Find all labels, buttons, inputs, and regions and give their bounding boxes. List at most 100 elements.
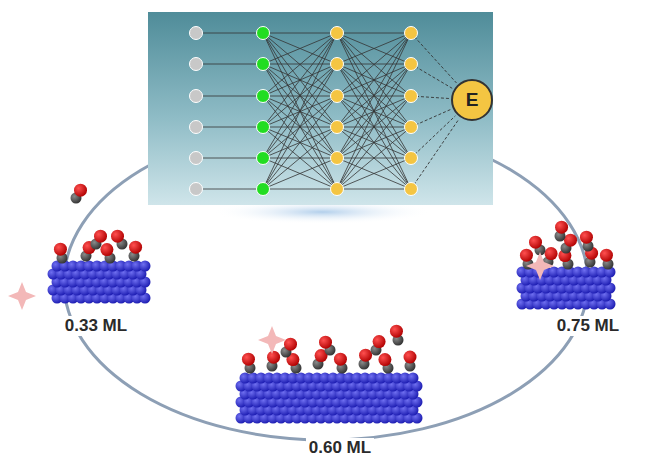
weight-line [263, 33, 337, 96]
weight-line [263, 127, 337, 189]
oxygen [404, 351, 417, 364]
oxygen [319, 336, 332, 349]
co-molecule [404, 351, 417, 372]
co-molecule [359, 349, 373, 370]
sparkle [526, 252, 554, 280]
neural-network [190, 27, 459, 196]
co-molecule [91, 230, 108, 250]
weight-line [263, 33, 337, 64]
weight-line [263, 189, 337, 190]
weight-line [263, 64, 337, 189]
neuron [190, 90, 203, 103]
output-line [411, 33, 457, 83]
node-text: E [466, 89, 479, 111]
weight-line [196, 64, 263, 65]
oxygen [54, 243, 67, 256]
neuron [257, 183, 270, 196]
co-molecule [555, 221, 569, 242]
oxygen [564, 234, 577, 247]
oxygen [390, 325, 403, 338]
weight-line [263, 33, 337, 158]
weight-line [337, 127, 411, 189]
co-molecule [71, 184, 88, 204]
weight-line [196, 33, 263, 34]
substrate-slab [236, 373, 423, 424]
neuron [190, 183, 203, 196]
weight-line [263, 96, 337, 189]
co-molecule [319, 336, 336, 356]
coverage-label: 0.75 ML [554, 316, 622, 336]
neuron [405, 183, 418, 196]
weight-line [263, 158, 337, 189]
weight-line [263, 33, 337, 158]
sparkle [258, 326, 286, 354]
neuron [190, 27, 203, 40]
weight-line [263, 33, 337, 189]
neuron [405, 27, 418, 40]
co-molecule [111, 230, 128, 250]
weight-line [263, 64, 337, 189]
substrate-slab [48, 261, 151, 304]
weight-line [337, 64, 411, 189]
weight-line [337, 33, 411, 158]
weight-line [263, 127, 337, 189]
co-molecule [378, 353, 393, 373]
oxygen [74, 184, 87, 197]
weight-line [337, 33, 411, 96]
weight-line [337, 33, 411, 189]
weight-line [263, 158, 337, 189]
neuron [331, 152, 344, 165]
oxygen [129, 241, 142, 254]
output-line [411, 64, 452, 88]
oxygen [555, 221, 568, 234]
neuron [257, 121, 270, 134]
weight-line [196, 158, 263, 159]
neuron [405, 121, 418, 134]
co-molecule [580, 231, 594, 252]
oxygen [600, 249, 613, 262]
weight-line [337, 33, 411, 127]
neuron [405, 58, 418, 71]
oxygen [580, 231, 593, 244]
surface-models [48, 184, 616, 424]
weight-line [263, 33, 337, 64]
weight-line [263, 33, 337, 127]
neuron [331, 183, 344, 196]
output-line [411, 116, 455, 158]
weight-line [263, 33, 337, 96]
weight-line [337, 33, 411, 189]
neuron [257, 27, 270, 40]
weight-line [337, 33, 411, 127]
neuron [257, 90, 270, 103]
neuron [331, 58, 344, 71]
coverage-label: 0.60 ML [306, 438, 374, 458]
weight-line [337, 127, 411, 189]
oxygen [378, 353, 391, 366]
atom [408, 373, 419, 384]
weight-line [337, 33, 411, 34]
weight-line [337, 33, 411, 64]
weight-line [337, 33, 411, 158]
co-molecule [100, 243, 115, 263]
coverage-label: 0.33 ML [62, 316, 130, 336]
weight-line [196, 127, 263, 128]
oxygen [111, 230, 124, 243]
co-molecule [129, 241, 143, 262]
oxygen [242, 353, 255, 366]
neuron [405, 90, 418, 103]
weight-line [337, 64, 411, 189]
oxygen [359, 349, 372, 362]
weight-line [263, 33, 337, 189]
oxygen [267, 351, 280, 364]
neuron [190, 152, 203, 165]
weight-line [337, 33, 411, 64]
weight-line [196, 189, 263, 190]
weight-line [337, 96, 411, 189]
weight-line [337, 189, 411, 190]
weight-line [196, 96, 263, 97]
oxygen [520, 249, 533, 262]
output-line [411, 119, 459, 189]
oxygen [94, 230, 107, 243]
